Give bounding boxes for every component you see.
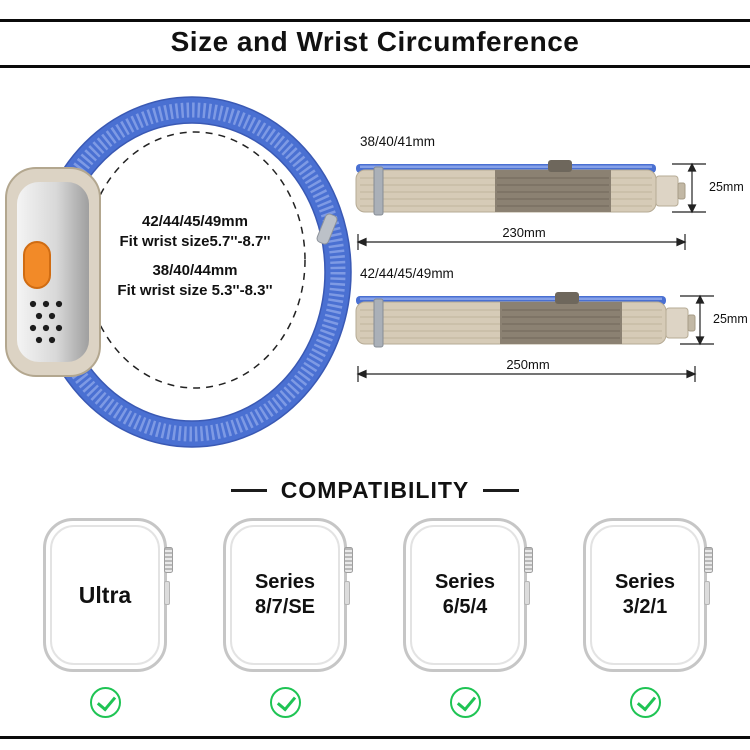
check-icon [629,687,661,718]
model-card-ultra: Ultra [30,518,180,718]
action-button-icon [23,241,51,289]
band-size-label: 38/40/41mm [360,134,436,149]
model-label: Series 6/5/4 [434,571,496,618]
width-dimension-arrow [672,162,706,214]
side-button-icon [704,581,710,605]
digital-crown-icon [344,547,353,573]
model-label: Ultra [78,581,132,608]
size-line-3: 38/40/44mm [152,262,238,279]
watch-loop-illustration [5,96,352,448]
check-icon [269,687,301,718]
watch-screen [17,182,89,362]
band-strap [355,292,696,348]
width-dimension-arrow [680,294,714,346]
digital-crown-icon [164,547,173,573]
dashed-circle [84,131,306,389]
side-button-icon [164,581,170,605]
band-metal-loop-icon [373,298,384,348]
size-line-2: Fit wrist size5.7''-8.7'' [119,232,271,250]
band-length-value: 250mm [490,357,566,372]
band-strap [355,160,686,216]
divider-top [0,19,750,22]
model-cards: Ultra Series 8/7/SE Ser [0,518,750,718]
digital-crown-icon [524,547,533,573]
model-label: Series 3/2/1 [614,571,676,618]
divider-bottom [0,736,750,739]
pull-tab-icon [555,292,579,304]
band-diagram-small: 38/40/41mm [350,134,750,264]
check-icon [449,687,481,718]
model-card-series-6-5-4: Series 6/5/4 [390,518,540,718]
dash-left [230,489,267,492]
compatibility-header: COMPATIBILITY [0,477,750,504]
page-title: Size and Wrist Circumference [170,26,580,57]
dash-right [483,489,520,492]
digital-crown-icon [704,547,713,573]
divider-under-title [0,65,750,68]
band-art [355,292,714,382]
band-art [355,160,706,250]
length-dimension-arrow [356,366,697,382]
band-hook-icon [316,213,338,245]
watch-outline: Series 3/2/1 [583,518,713,672]
band-size-label: 42/44/45/49mm [360,266,454,281]
band-metal-loop-icon [373,166,384,216]
band-length-value: 230mm [486,225,562,240]
compatibility-title: COMPATIBILITY [280,477,470,503]
check-icon [89,687,121,718]
size-line-1: 42/44/45/49mm [142,213,248,230]
watch-outline: Series 6/5/4 [403,518,533,672]
size-fit-text: 42/44/45/49mm Fit wrist size5.7''-8.7'' … [85,212,305,300]
pull-tab-icon [548,160,572,172]
model-card-series-3-2-1: Series 3/2/1 [570,518,720,718]
watch-body [5,167,101,377]
size-line-4: Fit wrist size 5.3''-8.3'' [117,281,273,299]
model-label: Series 8/7/SE [254,571,316,618]
speaker-holes-icon [29,300,63,344]
watch-outline: Ultra [43,518,173,672]
lug-adapter-icon [655,175,679,207]
model-card-series-8-7-se: Series 8/7/SE [210,518,360,718]
band-width-value: 25mm [708,180,745,194]
band-diagram-large: 42/44/45/49mm [350,266,750,396]
watch-outline: Series 8/7/SE [223,518,353,672]
side-button-icon [344,581,350,605]
band-width-value: 25mm [712,312,749,326]
side-button-icon [524,581,530,605]
lug-adapter-icon [665,307,689,339]
length-dimension-arrow [356,234,687,250]
